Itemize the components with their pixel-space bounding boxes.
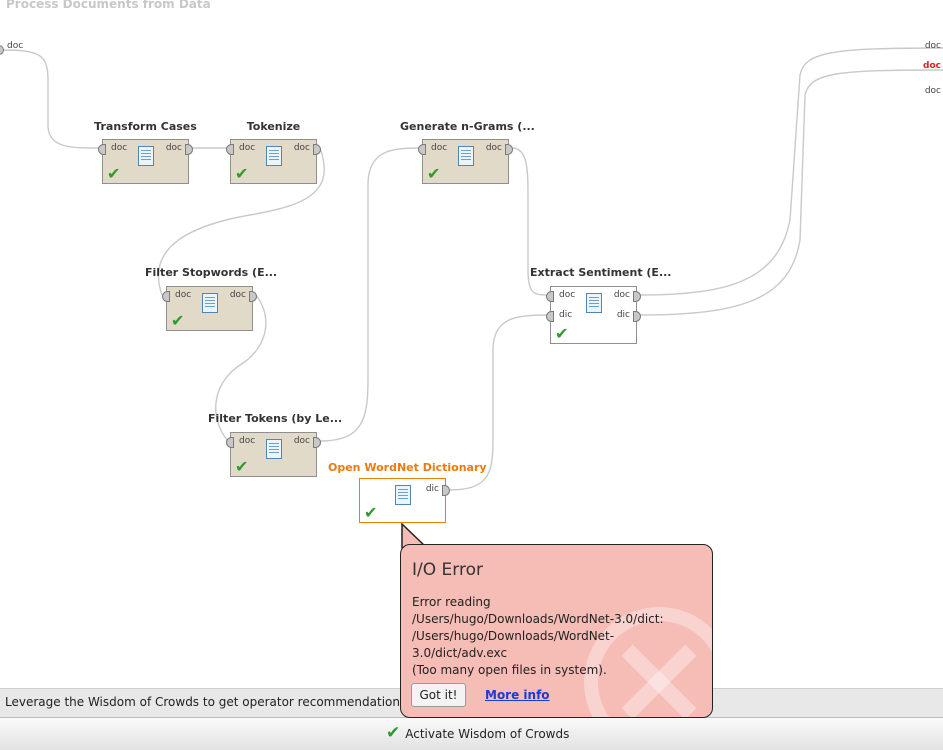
popup-title: I/O Error [412,560,483,580]
output-port-label: doc [293,436,310,446]
checkmark-icon: ✔ [555,324,569,343]
input-port[interactable] [98,144,106,155]
operator-generate-ngrams[interactable]: doc doc ✔ [418,139,513,184]
process-output-port-1-label: doc [924,41,941,51]
input-port-label: doc [239,436,256,446]
document-icon [458,146,474,166]
input-port-doc-label: doc [559,290,576,300]
wire-sentiment-doc-to-output [639,47,943,296]
input-port-label: doc [111,143,128,153]
input-port[interactable] [418,144,426,155]
operator-extract-sentiment[interactable]: doc dic doc dic ✔ [546,286,641,344]
output-port-doc-label: doc [613,290,630,300]
input-port-label: doc [175,290,192,300]
operator-title-extract-sentiment: Extract Sentiment (E... [530,266,672,279]
output-port-dic[interactable] [633,311,641,322]
output-port-label: doc [485,143,502,153]
document-icon [266,146,282,166]
operator-title-tokenize: Tokenize [246,120,301,133]
operator-tokenize[interactable]: doc doc ✔ [226,139,321,184]
operator-title-transform-cases: Transform Cases [94,120,197,133]
input-port[interactable] [162,291,170,302]
io-error-popup: I/O Error Error reading /Users/hugo/Down… [400,544,713,718]
operator-title-filter-stopwords: Filter Stopwords (E... [145,266,278,279]
connection-wires [2,47,943,491]
process-input-port-label: doc [7,41,24,51]
checkmark-icon: ✔ [171,311,185,330]
output-port-label: doc [229,290,246,300]
operator-filter-tokens[interactable]: doc doc ✔ [226,432,321,477]
output-port-doc[interactable] [633,291,641,302]
wire-wordnet-to-sentiment [447,314,549,491]
operator-filter-stopwords[interactable]: doc doc ✔ [162,286,257,331]
popup-message-line: /Users/hugo/Downloads/WordNet-3.0/dict: [412,612,664,626]
document-icon [395,485,411,505]
document-icon [138,146,154,166]
document-icon [266,439,282,459]
output-port-label: doc [293,143,310,153]
process-output-port-3-label: doc [924,86,941,96]
popup-message-line: /Users/hugo/Downloads/WordNet-3.0/dict/a… [412,629,615,660]
wire-input-to-transform [2,49,101,149]
output-port[interactable] [313,144,321,155]
output-port[interactable] [185,144,193,155]
document-icon [586,293,602,313]
output-port-label: dic [425,484,439,494]
checkmark-icon: ✔ [107,164,121,183]
checkmark-icon: ✔ [364,503,378,522]
input-port[interactable] [226,437,234,448]
popup-message-line: (Too many open files in system). [412,663,607,677]
wire-tokenize-to-stopwords [157,147,325,296]
operator-title-open-wordnet: Open WordNet Dictionary [328,461,487,474]
popup-message: Error reading /Users/hugo/Downloads/Word… [412,594,707,679]
activate-wisdom-label: Activate Wisdom of Crowds [405,726,570,741]
operator-title-generate-ngrams: Generate n-Grams (... [400,120,535,133]
document-icon [202,293,218,313]
operator-title-filter-tokens: Filter Tokens (by Le... [208,412,343,425]
wire-filtertokens-to-ngrams [319,147,421,442]
operator-open-wordnet-dictionary[interactable]: dic ✔ [359,478,450,523]
output-port[interactable] [313,437,321,448]
got-it-button[interactable]: Got it! [411,683,466,707]
input-port[interactable] [226,144,234,155]
checkmark-icon: ✔ [235,164,249,183]
wisdom-info-text: Leverage the Wisdom of Crowds to get ope… [5,695,439,709]
input-port-label: doc [239,143,256,153]
output-port[interactable] [249,291,257,302]
input-port-label: doc [431,143,448,153]
process-output-port-2-label: doc [923,61,941,71]
popup-message-line: Error reading [412,595,491,609]
output-port[interactable] [442,485,450,496]
process-title: Process Documents from Data [6,0,211,11]
activate-wisdom-button[interactable]: ✔ Activate Wisdom of Crowds [0,717,943,750]
more-info-link[interactable]: More info [485,688,550,702]
input-port-dic[interactable] [546,311,554,322]
output-port-dic-label: dic [616,310,630,320]
operator-transform-cases[interactable]: doc doc ✔ [98,139,193,184]
wire-ngrams-to-sentiment [511,147,549,296]
input-port-dic-label: dic [559,310,573,320]
checkmark-icon: ✔ [386,723,401,743]
output-port-label: doc [165,143,182,153]
wire-stopwords-to-filtertokens [215,294,267,442]
checkmark-icon: ✔ [427,164,441,183]
checkmark-icon: ✔ [235,457,249,476]
input-port-doc[interactable] [546,291,554,302]
wire-sentiment-dic-to-output [639,69,943,316]
output-port[interactable] [505,144,513,155]
